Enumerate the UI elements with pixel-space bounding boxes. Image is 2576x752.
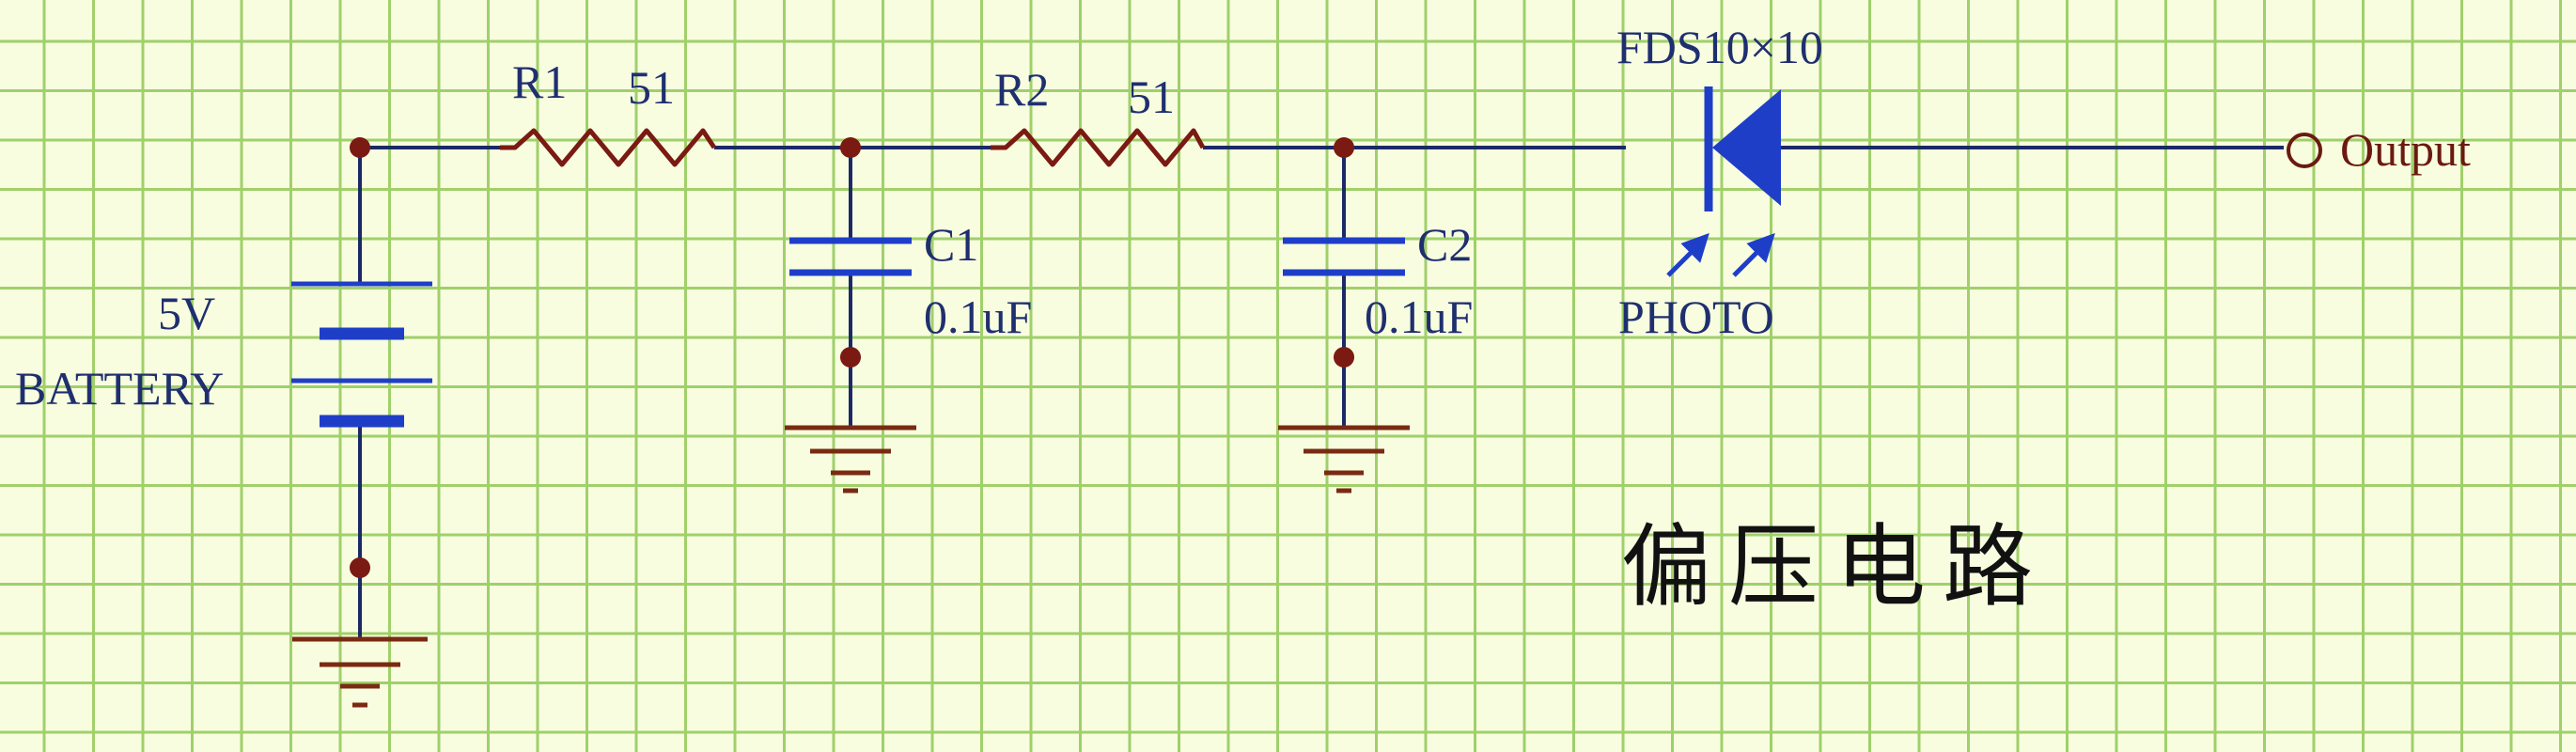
junctions	[350, 137, 1354, 578]
junction-dot	[840, 137, 861, 158]
c2-reference-label: C2	[1417, 218, 1473, 271]
junction-dot	[350, 557, 370, 578]
battery-name-label: BATTERY	[15, 362, 225, 415]
diode-part-label: FDS10×10	[1616, 21, 1823, 73]
capacitor-c1	[789, 237, 912, 276]
r1-value-label: 51	[628, 61, 675, 114]
r2-value-label: 51	[1128, 70, 1175, 123]
junction-dot	[1334, 347, 1354, 368]
c1-value-label: 0.1uF	[924, 290, 1033, 343]
diode-type-label: PHOTO	[1618, 290, 1774, 343]
r1-reference-label: R1	[512, 55, 568, 108]
c2-value-label: 0.1uF	[1365, 290, 1474, 343]
c1-reference-label: C1	[924, 218, 979, 271]
junction-dot	[840, 347, 861, 368]
diagram-title: 偏压电路	[1621, 514, 2050, 619]
junction-dot	[350, 137, 370, 158]
capacitor-c2	[1283, 237, 1405, 276]
battery-voltage-label: 5V	[158, 287, 216, 339]
ground-battery	[292, 636, 428, 708]
wires	[358, 146, 2284, 639]
battery-symbol	[291, 281, 432, 428]
light-arrows-icon	[1666, 232, 1775, 277]
junction-dot	[1334, 137, 1354, 158]
ground-c2	[1278, 425, 1410, 494]
resistor-r2	[991, 128, 1206, 167]
r2-reference-label: R2	[994, 63, 1050, 116]
photodiode-symbol	[1704, 86, 1781, 212]
resistor-r1	[500, 128, 717, 167]
ground-c1	[785, 425, 916, 494]
output-label: Output	[2340, 123, 2471, 176]
output-port-icon[interactable]	[2287, 133, 2322, 168]
